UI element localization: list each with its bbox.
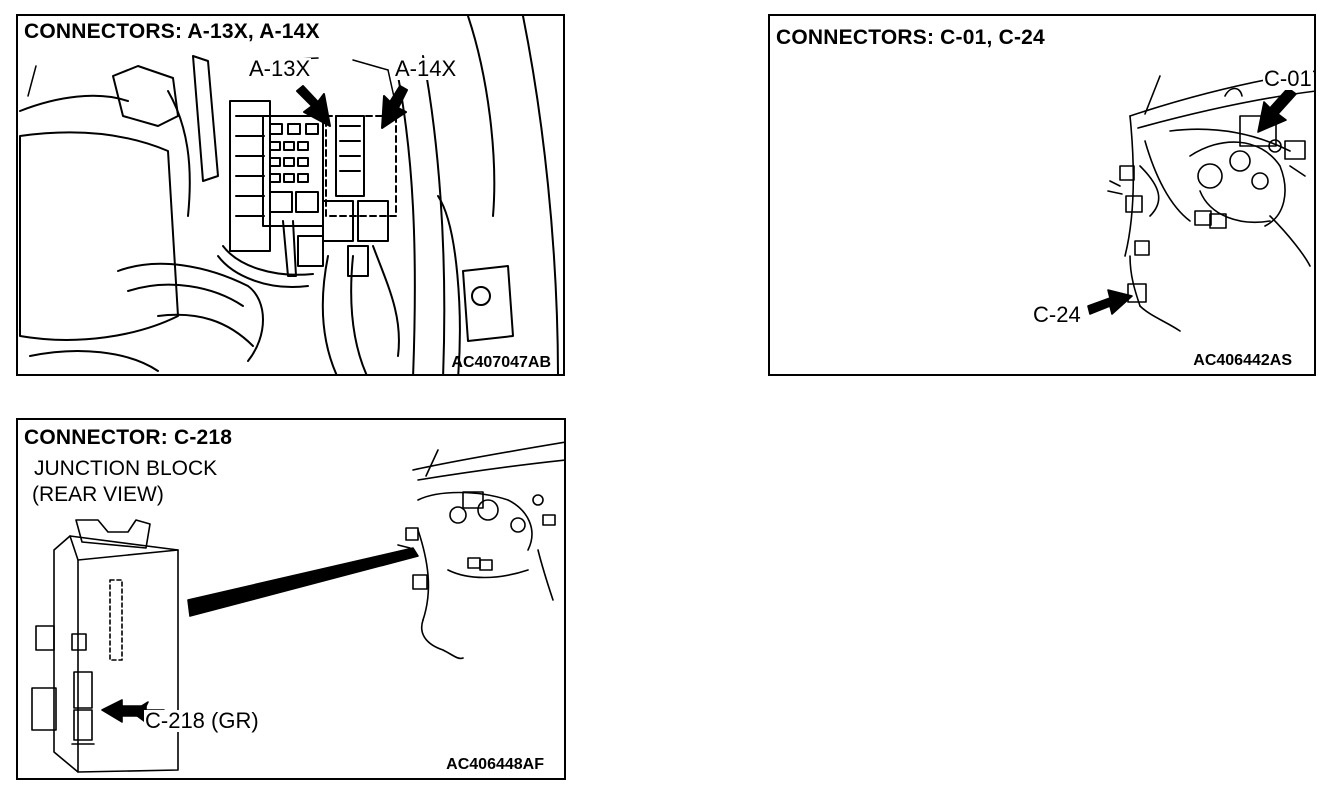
figure-code: AC407047AB bbox=[451, 354, 551, 371]
label-c-24: C-24 bbox=[1032, 302, 1082, 327]
label-c-01: C-01 bbox=[1263, 66, 1313, 91]
figure-code: AC406448AF bbox=[446, 756, 544, 773]
label-a-13x: A-13X bbox=[248, 56, 312, 81]
junction-block-caption-line1: JUNCTION BLOCK bbox=[34, 457, 218, 480]
label-c-218: C-218 (GR) bbox=[144, 708, 260, 733]
panel-a13x-a14x: CONNECTORS: A-13X, A-14X A-13X A-14X AC4… bbox=[16, 14, 565, 376]
panel-c218: CONNECTOR: C-218 JUNCTION BLOCK (REAR VI… bbox=[16, 418, 566, 780]
panel-title: CONNECTORS: A-13X, A-14X bbox=[24, 20, 320, 43]
panel-title: CONNECTOR: C-218 bbox=[24, 426, 233, 449]
panel-c01-c24: CONNECTORS: C-01, C-24 C-01 C-24 AC40644… bbox=[768, 14, 1316, 376]
engine-bay-illustration bbox=[19, 16, 559, 374]
panel-title: CONNECTORS: C-01, C-24 bbox=[776, 26, 1045, 49]
figure-code: AC406442AS bbox=[1193, 352, 1292, 369]
junction-block-caption-line2: (REAR VIEW) bbox=[32, 483, 164, 506]
label-a-14x: A-14X bbox=[394, 56, 458, 81]
dashboard-harness-illustration bbox=[1087, 70, 1314, 332]
